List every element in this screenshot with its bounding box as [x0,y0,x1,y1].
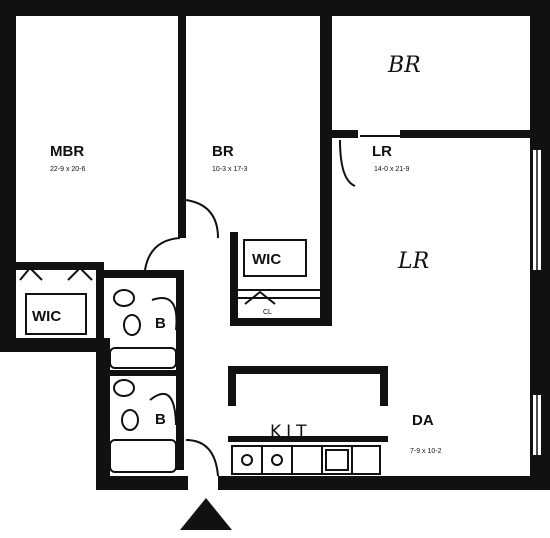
door-bath-lower [149,393,177,426]
kitchen-counter [231,445,381,475]
wall-west-step [0,338,110,352]
wall-bath-top [104,270,184,278]
door-entry [185,439,219,477]
tub-upper [109,347,177,369]
door-wic-mbr-b [67,266,93,281]
sink-upper [113,289,135,307]
door-mbr-hall [144,237,181,271]
door-wic-mbr-a [19,266,43,281]
wall-kitchen-left [228,366,236,406]
room-label-lr-upper: LR [372,143,392,160]
wall-wic-right [96,262,104,352]
door-bath-upper [151,297,178,331]
wall-br-bottom [230,318,330,326]
tub-lower [109,439,177,473]
room-label-br: BR [212,143,234,160]
wall-counter [228,436,388,442]
room-label-bath-lower: B [155,411,166,428]
wic-br-outline [243,239,307,277]
wall-kitchen-top [228,366,388,374]
room-label-dining: DA [412,412,434,429]
room-label-kitchen: KIT [270,422,312,442]
interior-walls [16,16,532,470]
toilet-lower [121,409,139,431]
room-label-bath-upper: B [155,315,166,332]
wall-closet-left [230,232,238,326]
stove-burner [271,454,283,466]
room-label-wic-br: WIC [252,251,281,268]
wall-brright-bottom-stub [332,130,358,138]
stove-burner [241,454,253,466]
wall-south-left [96,476,188,490]
room-dims-br: 10-3 x 17-3 [212,166,248,173]
room-label-lr-center: LR [397,249,429,274]
wic-mbr-outline [25,293,87,335]
wall-mbr-br [178,16,186,238]
door-closet [244,290,276,305]
room-dims-dining: 7-9 x 10-2 [410,448,442,455]
wall-kitchen-right [380,366,388,406]
room-dims-lr-upper: 14-0 x 21-9 [374,166,410,173]
wall-west-upper [0,0,16,352]
wall-br-brright [320,16,332,326]
room-dims-mbr: 22-9 x 20-6 [50,166,86,173]
door-brright [339,139,356,187]
room-label-mbr: MBR [50,143,84,160]
fixtures [25,239,381,475]
doors [19,135,400,477]
sink-lower [113,379,135,397]
room-label-closet: CL [263,309,272,316]
door-mbr [185,199,219,239]
room-labels: MBR 22-9 x 20-6 BR 10-3 x 17-3 BR LR 14-… [32,53,442,455]
wall-north [0,0,550,16]
wall-south-right [218,476,550,490]
wall-mbr-bottom [16,262,96,270]
wall-west-lower [96,338,110,490]
toilet-upper [123,314,141,336]
room-label-wic-mbr: WIC [32,308,61,325]
entry-arrow-icon [180,498,232,530]
room-label-br-right: BR [387,53,421,78]
kitchen-sink [325,449,349,471]
exterior-walls [0,0,550,490]
wall-brright-bottom [400,130,532,138]
wall-bath-divider [104,370,184,376]
